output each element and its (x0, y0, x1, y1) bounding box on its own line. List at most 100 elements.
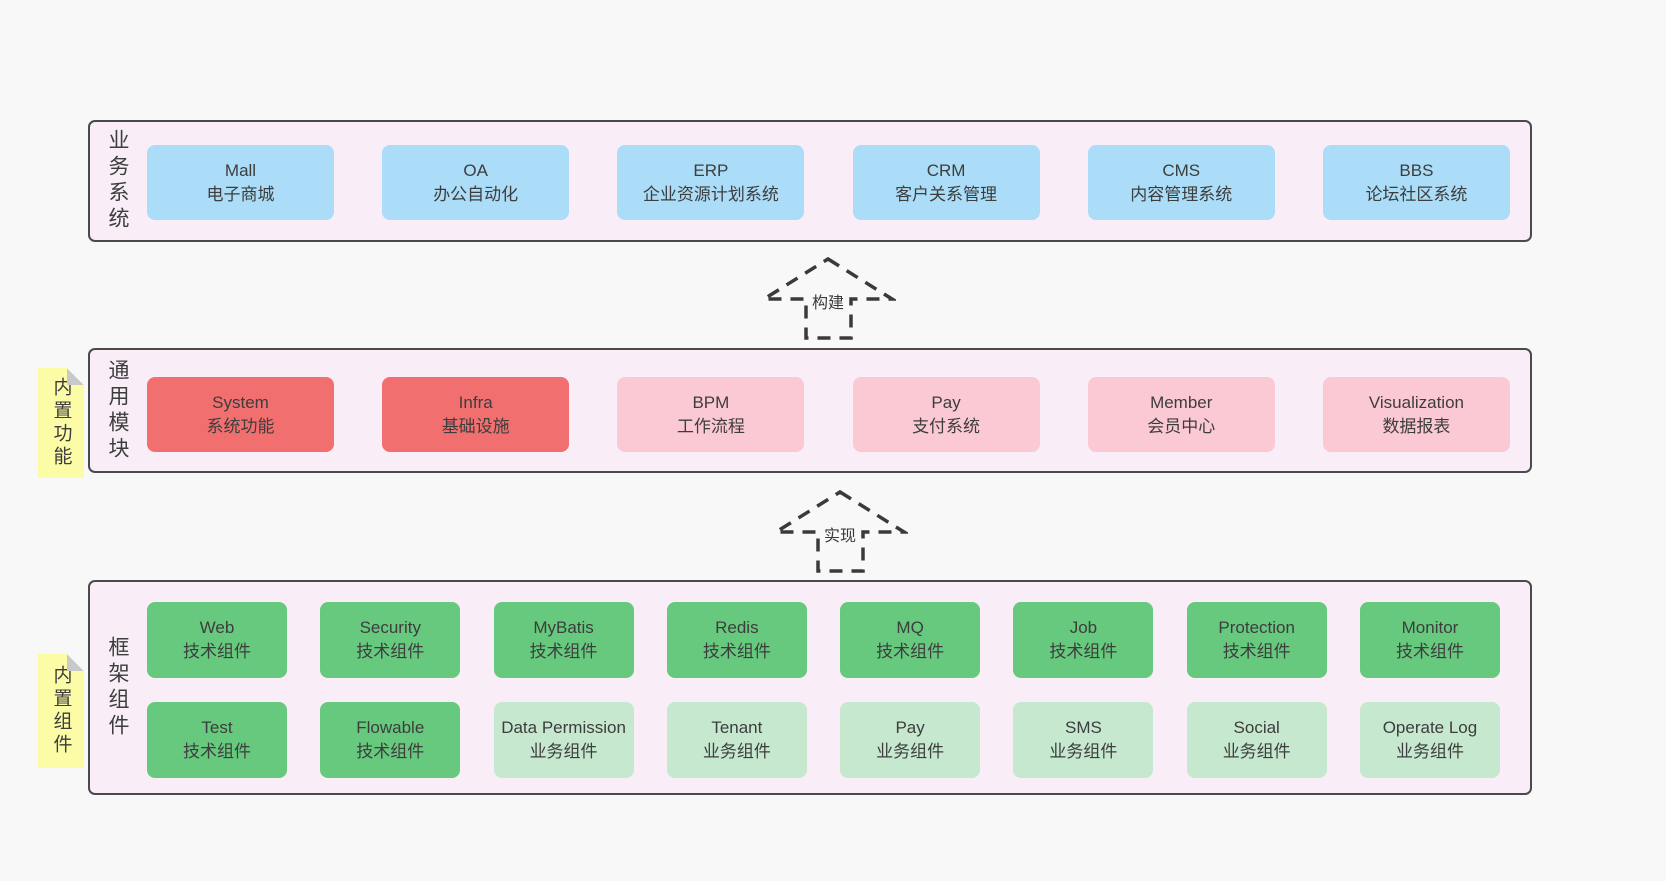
node-subtitle: 技术组件 (1049, 642, 1118, 661)
note-text: 内置功能 (50, 377, 72, 469)
node-data-permission: Data Permission 业务组件 (493, 702, 634, 778)
node-cms: CMS 内容管理系统 (1087, 145, 1275, 220)
node-subtitle: 业务组件 (876, 742, 945, 761)
node-title: Operate Log (1382, 718, 1478, 737)
node-title: CMS (1162, 160, 1201, 180)
build-arrow: 构建 (760, 254, 896, 342)
node-subtitle: 系统功能 (206, 416, 275, 436)
node-title: System (212, 392, 269, 412)
node-subtitle: 办公自动化 (433, 184, 519, 204)
node-title: Protection (1218, 618, 1295, 637)
node-title: Tenant (711, 718, 763, 737)
node-job: Job 技术组件 (1013, 602, 1154, 678)
node-subtitle: 技术组件 (1395, 642, 1464, 661)
node-subtitle: 业务组件 (529, 742, 598, 761)
node-title: Security (359, 618, 421, 637)
node-subtitle: 业务组件 (1222, 742, 1291, 761)
node-member: Member 会员中心 (1087, 377, 1275, 452)
node-title: Redis (715, 618, 759, 637)
node-oa: OA 办公自动化 (382, 145, 570, 220)
node-subtitle: 基础设施 (441, 416, 510, 436)
node-title: OA (463, 160, 488, 180)
node-subtitle: 工作流程 (676, 416, 745, 436)
section-framework-components: 框架组件 Web 技术组件 Security 技术组件 MyBatis 技术组件… (88, 580, 1532, 795)
node-title: Social (1233, 718, 1280, 737)
node-web: Web 技术组件 (147, 602, 287, 678)
node-pay-module: Pay 支付系统 (852, 377, 1040, 452)
node-subtitle: 会员中心 (1147, 416, 1216, 436)
section-label-common-modules: 通用模块 (106, 358, 129, 463)
node-tenant: Tenant 业务组件 (666, 702, 807, 778)
node-visualization: Visualization 数据报表 (1322, 377, 1510, 452)
build-arrow-label: 构建 (807, 288, 849, 315)
node-subtitle: 业务组件 (1395, 742, 1464, 761)
implement-arrow: 实现 (772, 487, 908, 575)
node-title: MyBatis (533, 618, 594, 637)
node-title: Monitor (1401, 618, 1459, 637)
node-pay-component: Pay 业务组件 (840, 702, 981, 778)
note-fold (67, 368, 84, 385)
node-subtitle: 技术组件 (876, 642, 945, 661)
node-subtitle: 技术组件 (702, 642, 771, 661)
node-title: Web (199, 618, 235, 637)
node-mq: MQ 技术组件 (840, 602, 981, 678)
node-title: BBS (1399, 160, 1434, 180)
node-subtitle: 业务组件 (702, 742, 771, 761)
note-fold (67, 654, 84, 671)
node-infra: Infra 基础设施 (382, 377, 570, 452)
node-subtitle: 论坛社区系统 (1365, 184, 1468, 204)
node-title: Test (201, 718, 233, 737)
common-modules-row: System 系统功能 Infra 基础设施 BPM 工作流程 Pay 支付系统… (147, 377, 1510, 452)
node-erp: ERP 企业资源计划系统 (617, 145, 805, 220)
node-protection: Protection 技术组件 (1186, 602, 1327, 678)
node-title: Data Permission (501, 718, 626, 737)
node-subtitle: 业务组件 (1049, 742, 1118, 761)
node-title: MQ (896, 618, 924, 637)
node-subtitle: 数据报表 (1382, 416, 1451, 436)
section-business-systems: 业务系统 Mall 电子商城 OA 办公自动化 ERP 企业资源计划系统 CRM… (88, 120, 1532, 242)
node-title: Mall (224, 160, 257, 180)
node-subtitle: 技术组件 (183, 642, 251, 661)
node-title: Member (1150, 392, 1213, 412)
node-subtitle: 支付系统 (912, 416, 981, 436)
section-common-modules: 通用模块 System 系统功能 Infra 基础设施 BPM 工作流程 Pay… (88, 348, 1532, 473)
node-security: Security 技术组件 (320, 602, 461, 678)
framework-components-grid: Web 技术组件 Security 技术组件 MyBatis 技术组件 Redi… (147, 602, 1500, 778)
sticky-note-built-in-features: 内置功能 (38, 368, 84, 478)
node-redis: Redis 技术组件 (666, 602, 807, 678)
node-subtitle: 企业资源计划系统 (642, 184, 779, 204)
note-text: 内置组件 (50, 665, 72, 757)
node-subtitle: 客户关系管理 (895, 184, 998, 204)
node-title: Flowable (356, 718, 425, 737)
node-subtitle: 内容管理系统 (1130, 184, 1233, 204)
sticky-note-built-in-components: 内置组件 (38, 654, 84, 768)
node-monitor: Monitor 技术组件 (1359, 602, 1500, 678)
section-label-business-systems: 业务系统 (106, 129, 129, 233)
node-system: System 系统功能 (147, 377, 334, 452)
node-subtitle: 技术组件 (356, 742, 425, 761)
node-title: Pay (931, 392, 961, 412)
section-label-framework-components: 框架组件 (106, 635, 129, 740)
node-sms: SMS 业务组件 (1013, 702, 1154, 778)
node-title: Infra (458, 392, 493, 412)
node-subtitle: 技术组件 (1222, 642, 1291, 661)
node-mybatis: MyBatis 技术组件 (493, 602, 634, 678)
node-mall: Mall 电子商城 (147, 145, 334, 220)
node-test: Test 技术组件 (147, 702, 287, 778)
node-flowable: Flowable 技术组件 (320, 702, 461, 778)
up-arrow-icon (760, 256, 896, 340)
node-subtitle: 电子商城 (206, 184, 275, 204)
node-subtitle: 技术组件 (183, 742, 251, 761)
node-subtitle: 技术组件 (529, 642, 598, 661)
implement-arrow-label: 实现 (819, 521, 861, 548)
node-social: Social 业务组件 (1186, 702, 1327, 778)
node-bbs: BBS 论坛社区系统 (1322, 145, 1510, 220)
business-systems-row: Mall 电子商城 OA 办公自动化 ERP 企业资源计划系统 CRM 客户关系… (147, 145, 1510, 220)
node-title: BPM (692, 392, 730, 412)
node-operate-log: Operate Log 业务组件 (1359, 702, 1500, 778)
node-title: ERP (693, 160, 729, 180)
node-title: SMS (1064, 718, 1102, 737)
node-crm: CRM 客户关系管理 (852, 145, 1040, 220)
up-arrow-icon (772, 489, 908, 573)
